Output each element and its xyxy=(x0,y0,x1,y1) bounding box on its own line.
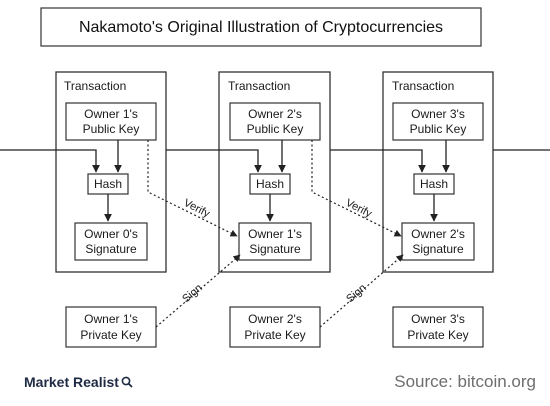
signature-box-2 xyxy=(238,222,312,261)
private-key-label-2b: Private Key xyxy=(244,328,305,342)
public-key-label-2a: Owner 2's xyxy=(248,107,302,121)
signature-label-3b: Signature xyxy=(412,242,464,256)
chain-arrow-2-3 xyxy=(330,149,426,173)
brand-name: Market Realist xyxy=(24,374,119,390)
public-key-label-1a: Owner 1's xyxy=(84,107,138,121)
private-key-box-1 xyxy=(65,306,157,348)
chain-connectors xyxy=(0,149,550,173)
magnifier-icon xyxy=(121,376,133,388)
chain-arrow-in xyxy=(0,149,100,173)
transaction-heading-1: Transaction xyxy=(64,79,126,93)
signature-label-2a: Owner 1's xyxy=(248,227,302,241)
public-key-label-3a: Owner 3's xyxy=(411,107,465,121)
signature-label-1b: Signature xyxy=(85,242,137,256)
hash-signature-arrows xyxy=(104,194,438,222)
signature-label-1a: Owner 0's xyxy=(84,227,138,241)
hash-label-3: Hash xyxy=(420,177,448,191)
private-key-label-1a: Owner 1's xyxy=(84,312,138,326)
hash-label-2: Hash xyxy=(256,177,284,191)
sign-label-1: Sign xyxy=(180,282,205,305)
chain-arrow-1-2 xyxy=(166,149,262,173)
signature-box-3 xyxy=(401,222,475,261)
public-key-box-3 xyxy=(392,102,484,141)
transaction-heading-2: Transaction xyxy=(228,79,290,93)
diagram-title: Nakamoto's Original Illustration of Cryp… xyxy=(79,19,443,36)
verify-arrow-1 xyxy=(147,140,238,237)
brand-logo: Market Realist xyxy=(24,374,133,390)
signature-label-3a: Owner 2's xyxy=(411,227,465,241)
private-key-label-3a: Owner 3's xyxy=(411,312,465,326)
public-key-box-2 xyxy=(229,102,321,141)
private-key-label-1b: Private Key xyxy=(80,328,141,342)
hash-label-1: Hash xyxy=(94,177,122,191)
sign-arrow-2 xyxy=(319,254,404,328)
transaction-heading-3: Transaction xyxy=(392,79,454,93)
public-key-label-1b: Public Key xyxy=(83,122,140,136)
private-key-label-2a: Owner 2's xyxy=(248,312,302,326)
public-key-label-3b: Public Key xyxy=(410,122,467,136)
sign-label-2: Sign xyxy=(344,282,369,305)
signature-box-1 xyxy=(74,222,148,261)
signature-label-2b: Signature xyxy=(249,242,301,256)
sign-arrow-1 xyxy=(155,254,241,328)
private-key-box-3 xyxy=(392,306,484,348)
verify-arrow-2 xyxy=(311,140,402,237)
source-credit: Source: bitcoin.org xyxy=(394,372,536,391)
verify-label-2: Verify xyxy=(344,197,374,220)
title-box xyxy=(40,7,482,47)
public-key-label-2b: Public Key xyxy=(247,122,304,136)
public-key-hash-arrows xyxy=(114,140,450,173)
private-key-label-3b: Private Key xyxy=(407,328,468,342)
verify-label-1: Verify xyxy=(182,197,212,220)
public-key-box-1 xyxy=(65,102,157,141)
